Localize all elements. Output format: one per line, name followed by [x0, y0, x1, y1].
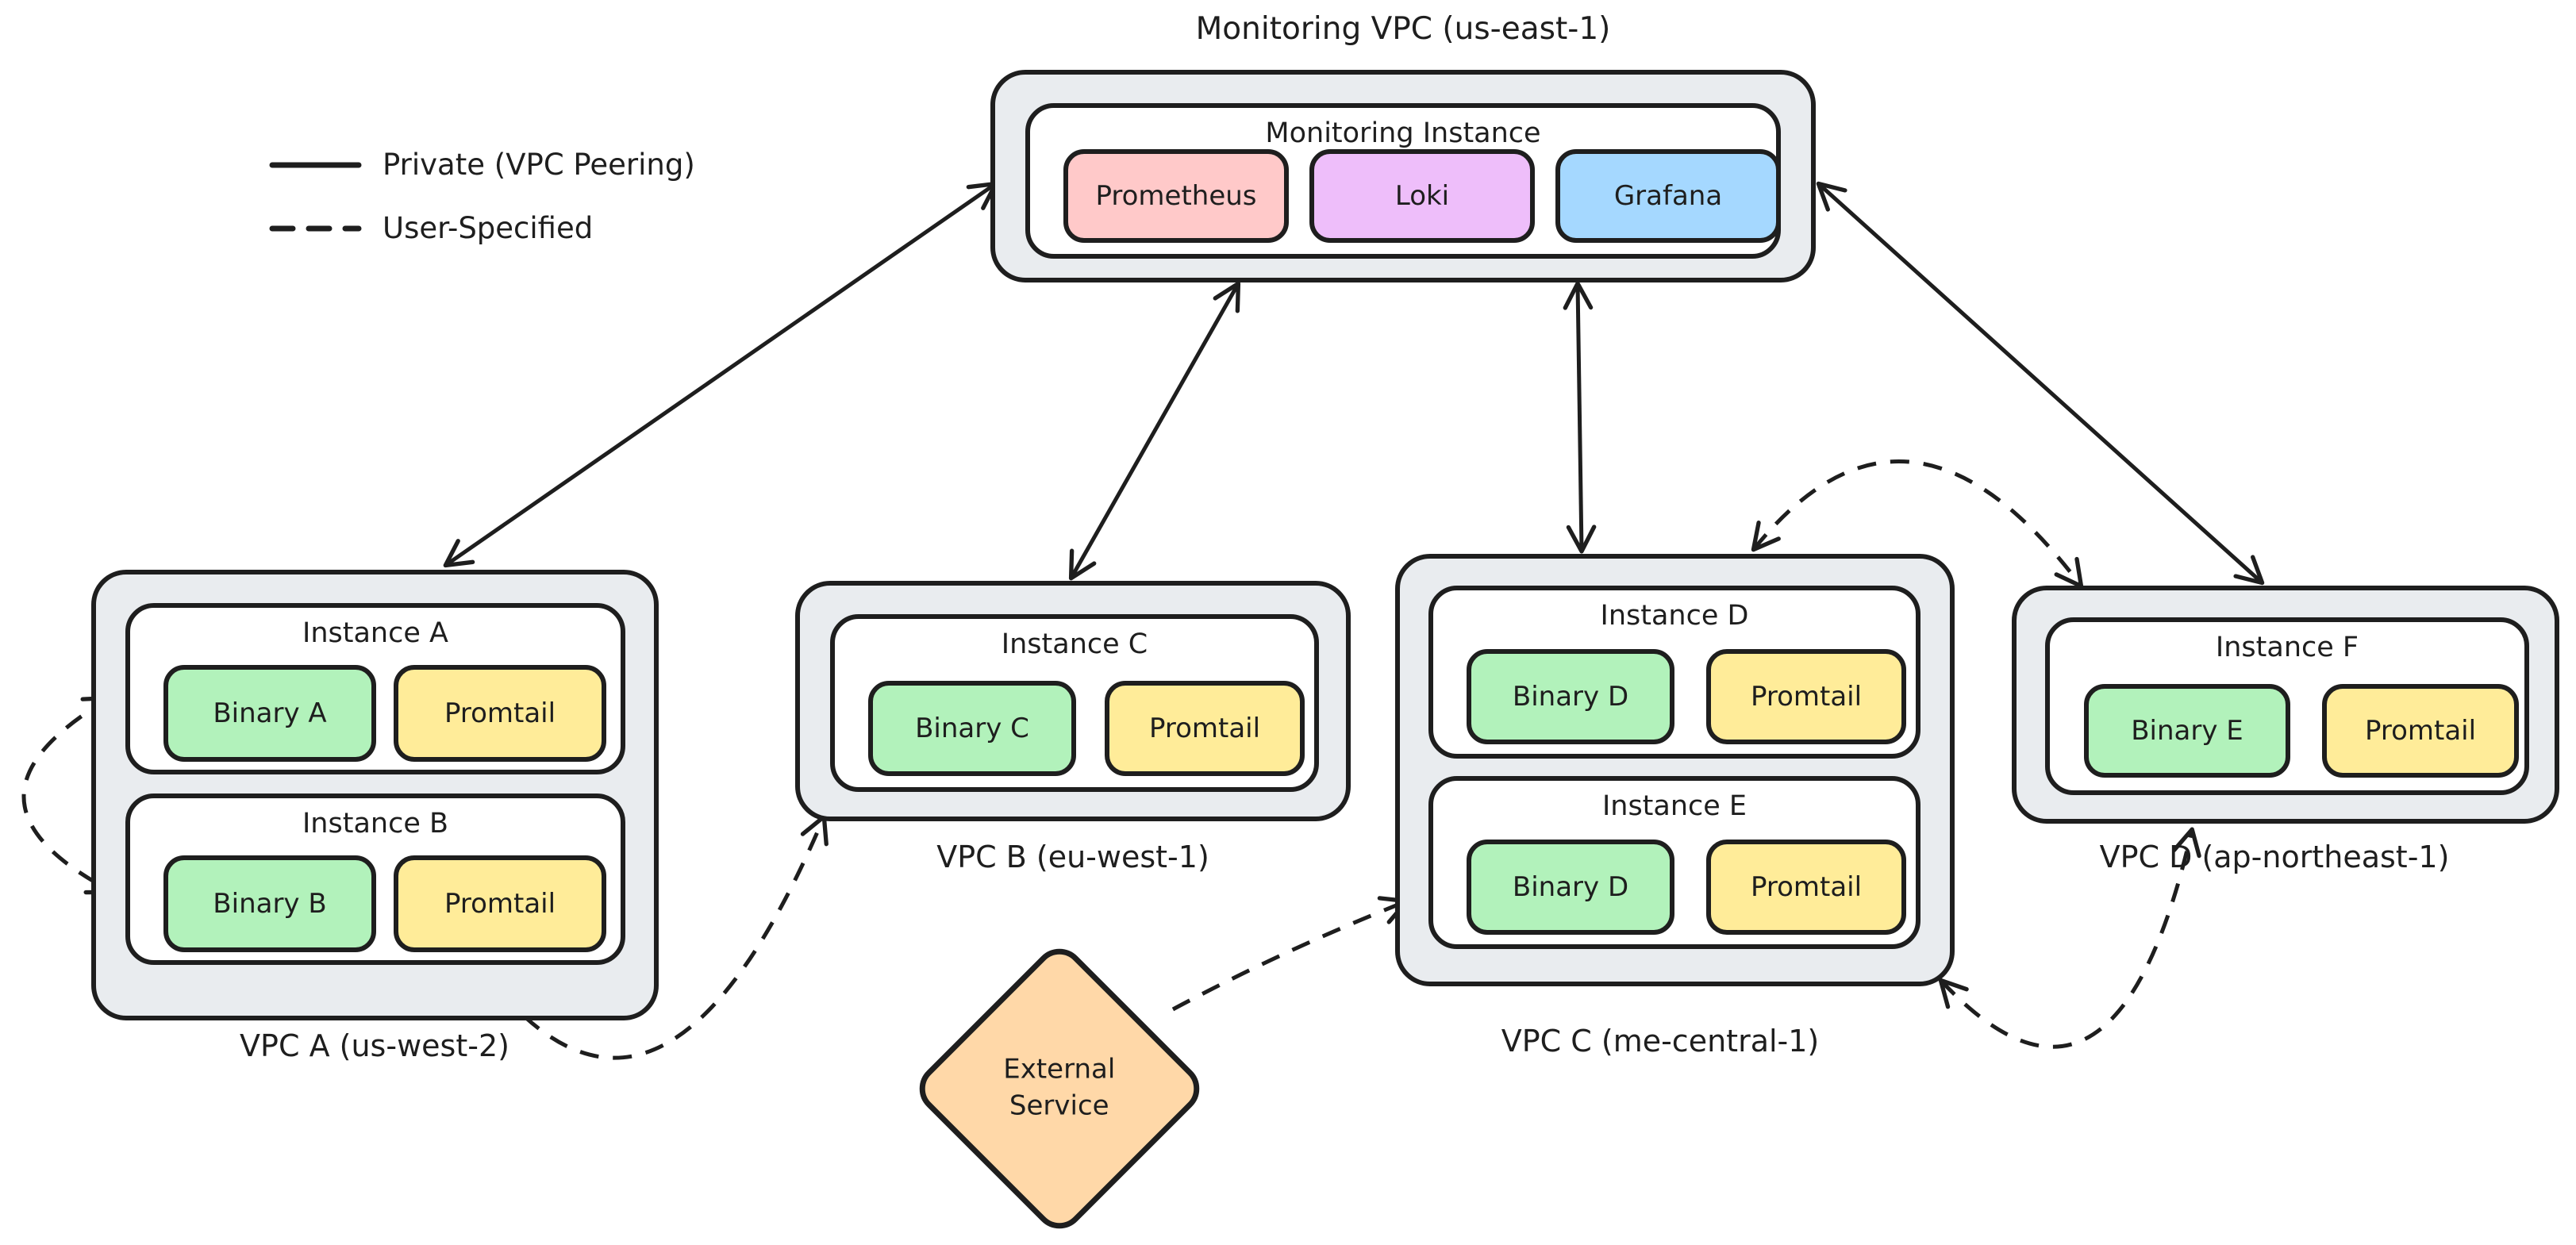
edge-instance-a-to-instance-b — [21, 695, 116, 895]
instance-b-box: Instance B Binary B Promtail — [125, 793, 625, 965]
binary-a-box: Binary A — [163, 665, 376, 762]
promtail-box-instance-d: Promtail — [1706, 649, 1906, 744]
service-box-loki: Loki — [1309, 149, 1535, 243]
instance-c-box: Instance C Binary C Promtail — [830, 614, 1319, 792]
promtail-box-instance-f: Promtail — [2322, 684, 2519, 778]
edge-monitoring-to-vpc-b — [1068, 281, 1241, 581]
legend-label-private: Private (VPC Peering) — [383, 148, 695, 182]
vpc-a-label: VPC A (us-west-2) — [240, 1028, 509, 1063]
instance-d-title: Instance D — [1600, 600, 1749, 632]
instance-a-title: Instance A — [302, 617, 448, 649]
binary-b-box: Binary B — [163, 855, 376, 952]
service-box-grafana: Grafana — [1555, 149, 1781, 243]
vpc-c-label: VPC C (me-central-1) — [1501, 1024, 1820, 1059]
edge-instance-e-to-instance-f — [1938, 827, 2201, 1049]
edge-monitoring-to-vpc-d — [1816, 181, 2265, 586]
edge-monitoring-to-vpc-c — [1563, 281, 1597, 554]
monitoring-instance-title: Monitoring Instance — [1265, 117, 1541, 149]
instance-d-box: Instance D Binary D Promtail — [1428, 586, 1920, 759]
promtail-box-instance-b: Promtail — [394, 855, 606, 952]
vpc-a-box: Instance A Binary A Promtail Instance B … — [91, 570, 659, 1020]
monitoring-vpc-label: Monitoring VPC (us-east-1) — [1195, 11, 1611, 47]
instance-a-box: Instance A Binary A Promtail — [125, 603, 625, 774]
vpc-b-label: VPC B (eu-west-1) — [936, 840, 1209, 874]
instance-e-box: Instance E Binary D Promtail — [1428, 776, 1920, 949]
service-box-prometheus: Prometheus — [1063, 149, 1289, 243]
legend-label-user-specified: User-Specified — [383, 211, 594, 245]
external-service-label: External Service — [1003, 1054, 1116, 1122]
vpc-d-label: VPC D (ap-northeast-1) — [2099, 840, 2450, 874]
instance-e-title: Instance E — [1601, 790, 1747, 822]
monitoring-vpc-box: Monitoring Instance Prometheus Loki Graf… — [990, 70, 1816, 282]
promtail-box-instance-a: Promtail — [394, 665, 606, 762]
instance-f-box: Instance F Binary E Promtail — [2045, 617, 2529, 795]
promtail-box-instance-e: Promtail — [1706, 840, 1906, 935]
vpc-c-box: Instance D Binary D Promtail Instance E … — [1395, 554, 1955, 986]
binary-d-box-instance-e: Binary D — [1467, 840, 1674, 935]
vpc-d-box: Instance F Binary E Promtail — [2012, 586, 2559, 824]
monitoring-instance-box: Monitoring Instance Prometheus Loki Graf… — [1025, 103, 1781, 259]
binary-d-box-instance-d: Binary D — [1467, 649, 1674, 744]
vpc-b-box: Instance C Binary C Promtail — [795, 581, 1351, 821]
edge-vpc-a-to-vpc-b — [477, 814, 829, 1060]
promtail-box-instance-c: Promtail — [1105, 681, 1305, 776]
instance-f-title: Instance F — [2215, 632, 2359, 663]
binary-c-box: Binary C — [868, 681, 1076, 776]
edge-external-service-to-vpc-c — [1171, 896, 1409, 1012]
instance-c-title: Instance C — [1001, 628, 1148, 660]
edge-monitoring-to-vpc-a — [443, 181, 998, 568]
binary-e-box: Binary E — [2084, 684, 2290, 778]
instance-b-title: Instance B — [302, 808, 448, 840]
